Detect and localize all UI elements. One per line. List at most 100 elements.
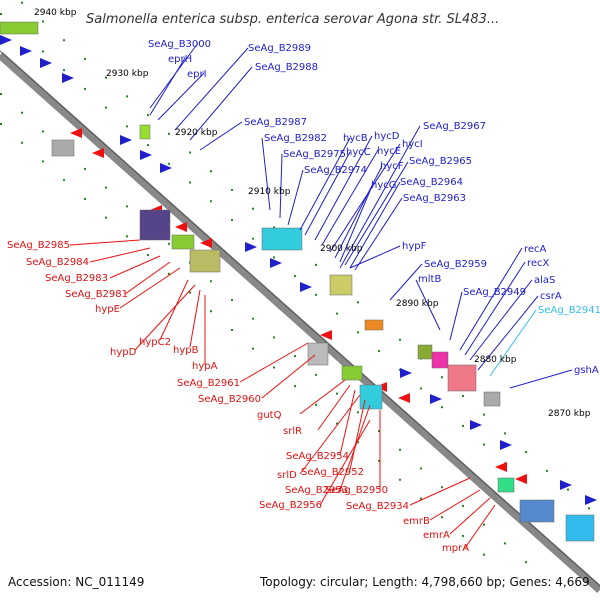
reverse-gene-arrow	[70, 128, 82, 138]
gene-label: SeAg_B2985	[7, 240, 70, 251]
guide-dot	[462, 534, 464, 537]
guide-dot	[462, 394, 464, 397]
gene-block	[139, 124, 151, 140]
gene-label: SeAg_B2981	[65, 289, 128, 300]
guide-dot	[21, 1, 23, 4]
gene-label: mprA	[442, 543, 469, 554]
label-leader	[299, 137, 351, 231]
label-leader	[239, 342, 309, 383]
gene-label: SeAg_B2953	[285, 485, 348, 496]
reverse-gene-labels: SeAg_B2985 SeAg_B2984 SeAg_B2983 SeAg_B2…	[7, 240, 469, 554]
label-leader	[339, 404, 371, 491]
guide-dot	[168, 132, 170, 135]
guide-dot	[483, 523, 485, 526]
label-leader	[174, 47, 249, 131]
gene-label: gutQ	[257, 410, 282, 421]
gene-label: hycC	[346, 147, 371, 158]
label-leader	[509, 369, 573, 389]
guide-dot	[336, 312, 338, 315]
guide-dot	[441, 406, 443, 409]
guide-dot	[231, 188, 233, 191]
forward-gene-arrow	[0, 35, 12, 45]
guide-dot	[441, 376, 443, 379]
label-leader	[449, 497, 491, 535]
forward-gene-arrow	[140, 150, 152, 160]
guide-dot	[42, 20, 44, 23]
guide-dot	[0, 93, 2, 95]
gene-label: SeAg_B2988	[255, 62, 318, 73]
gene-label: SeAg_B2987	[244, 117, 307, 128]
tick-label: 2920 kbp	[175, 128, 218, 138]
label-leader	[464, 261, 526, 356]
guide-dot	[126, 205, 128, 208]
tick-label: 2900 kbp	[320, 244, 363, 254]
gene-label: SeAg_B2965	[409, 156, 472, 167]
guide-dot	[525, 561, 527, 564]
guide-dot	[231, 298, 233, 301]
label-leader	[279, 153, 283, 219]
guide-dot	[147, 144, 149, 147]
guide-dot	[378, 350, 380, 353]
gene-label: SeAg_B2967	[423, 121, 486, 132]
guide-dot	[399, 338, 401, 341]
guide-dot	[294, 275, 296, 278]
gene-label: hycI	[402, 139, 423, 150]
gene-block	[417, 344, 433, 360]
gene-block	[483, 391, 501, 407]
forward-gene-arrow	[120, 135, 132, 145]
gene-block	[497, 477, 515, 493]
tick-label: 2910 kbp	[248, 187, 291, 197]
gene-label: hycD	[374, 131, 400, 142]
label-leader	[344, 161, 409, 266]
guide-dot	[189, 181, 191, 184]
label-leader	[429, 489, 481, 521]
guide-dot	[210, 310, 212, 313]
guide-dot	[189, 151, 191, 154]
guide-dot	[126, 95, 128, 98]
gene-label: SeAg_B2984	[26, 257, 89, 268]
guide-dot	[546, 469, 548, 472]
guide-dot	[63, 39, 65, 42]
gene-label: gshA	[574, 365, 599, 376]
guide-dot	[462, 424, 464, 427]
label-leader	[304, 151, 351, 236]
guide-dot	[84, 87, 86, 90]
label-leader	[339, 185, 373, 263]
guide-dot	[525, 451, 527, 454]
genome-summary-text: Topology: circular; Length: 4,798,660 bp…	[259, 575, 590, 589]
tick-label: 2940 kbp	[34, 8, 77, 18]
guide-dot	[357, 331, 359, 334]
gene-label: hycB	[343, 133, 368, 144]
label-leader	[159, 279, 189, 341]
label-leader	[287, 169, 304, 226]
label-leader	[449, 291, 463, 341]
reverse-gene-arrow	[200, 238, 212, 248]
gene-block	[329, 274, 353, 296]
gene-label: SeAg_B2982	[264, 133, 327, 144]
gene-label: SeAg_B3000	[148, 39, 211, 50]
label-leader	[314, 135, 373, 241]
gene-label: SeAg_B2934	[346, 501, 409, 512]
tick-label: 2890 kbp	[396, 299, 439, 309]
forward-gene-arrow	[470, 420, 482, 430]
gene-label: mltB	[418, 274, 441, 285]
guide-dot	[126, 125, 128, 128]
forward-gene-arrow	[430, 394, 442, 404]
label-leader	[464, 504, 496, 549]
gene-label: recA	[524, 244, 547, 255]
gene-block	[359, 384, 383, 410]
guide-dot	[336, 392, 338, 395]
gene-label: srlD	[277, 470, 297, 481]
gene-label: emrA	[423, 530, 450, 541]
label-leader	[409, 477, 471, 506]
forward-gene-arrow	[160, 163, 172, 173]
forward-gene-arrow	[245, 242, 257, 252]
guide-dot	[42, 50, 44, 53]
guide-dot	[357, 441, 359, 444]
gene-label: hycE	[377, 146, 401, 157]
guide-dot	[399, 448, 401, 451]
accession-text: Accession: NC_011149	[8, 575, 144, 589]
tick-label: 2880 kbp	[474, 355, 517, 365]
guide-dot	[315, 403, 317, 406]
gene-label: SeAg_B2974	[304, 165, 367, 176]
